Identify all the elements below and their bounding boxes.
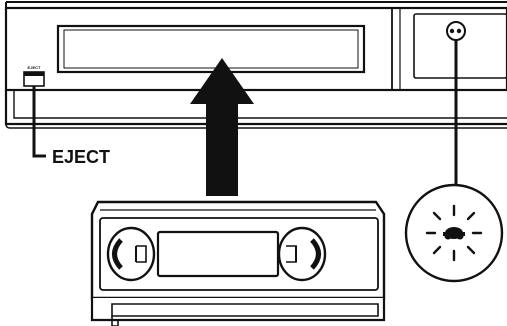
glow-rays — [425, 204, 483, 262]
video-cassette — [90, 200, 386, 326]
eject-label: EJECT — [52, 147, 110, 167]
eject-button: EJECT — [23, 65, 45, 87]
eject-button-text: EJECT — [28, 65, 41, 70]
cassette-in-indicator-icon — [443, 227, 465, 240]
indicator-magnified — [404, 183, 504, 283]
vcr-unit — [4, 1, 507, 129]
eject-callout-line — [32, 86, 46, 158]
insert-arrow — [190, 58, 254, 196]
indicator-lamp — [446, 21, 466, 41]
cassette-left-reel — [106, 226, 156, 282]
cassette-right-reel — [277, 226, 327, 282]
cassette-slot — [56, 24, 366, 74]
